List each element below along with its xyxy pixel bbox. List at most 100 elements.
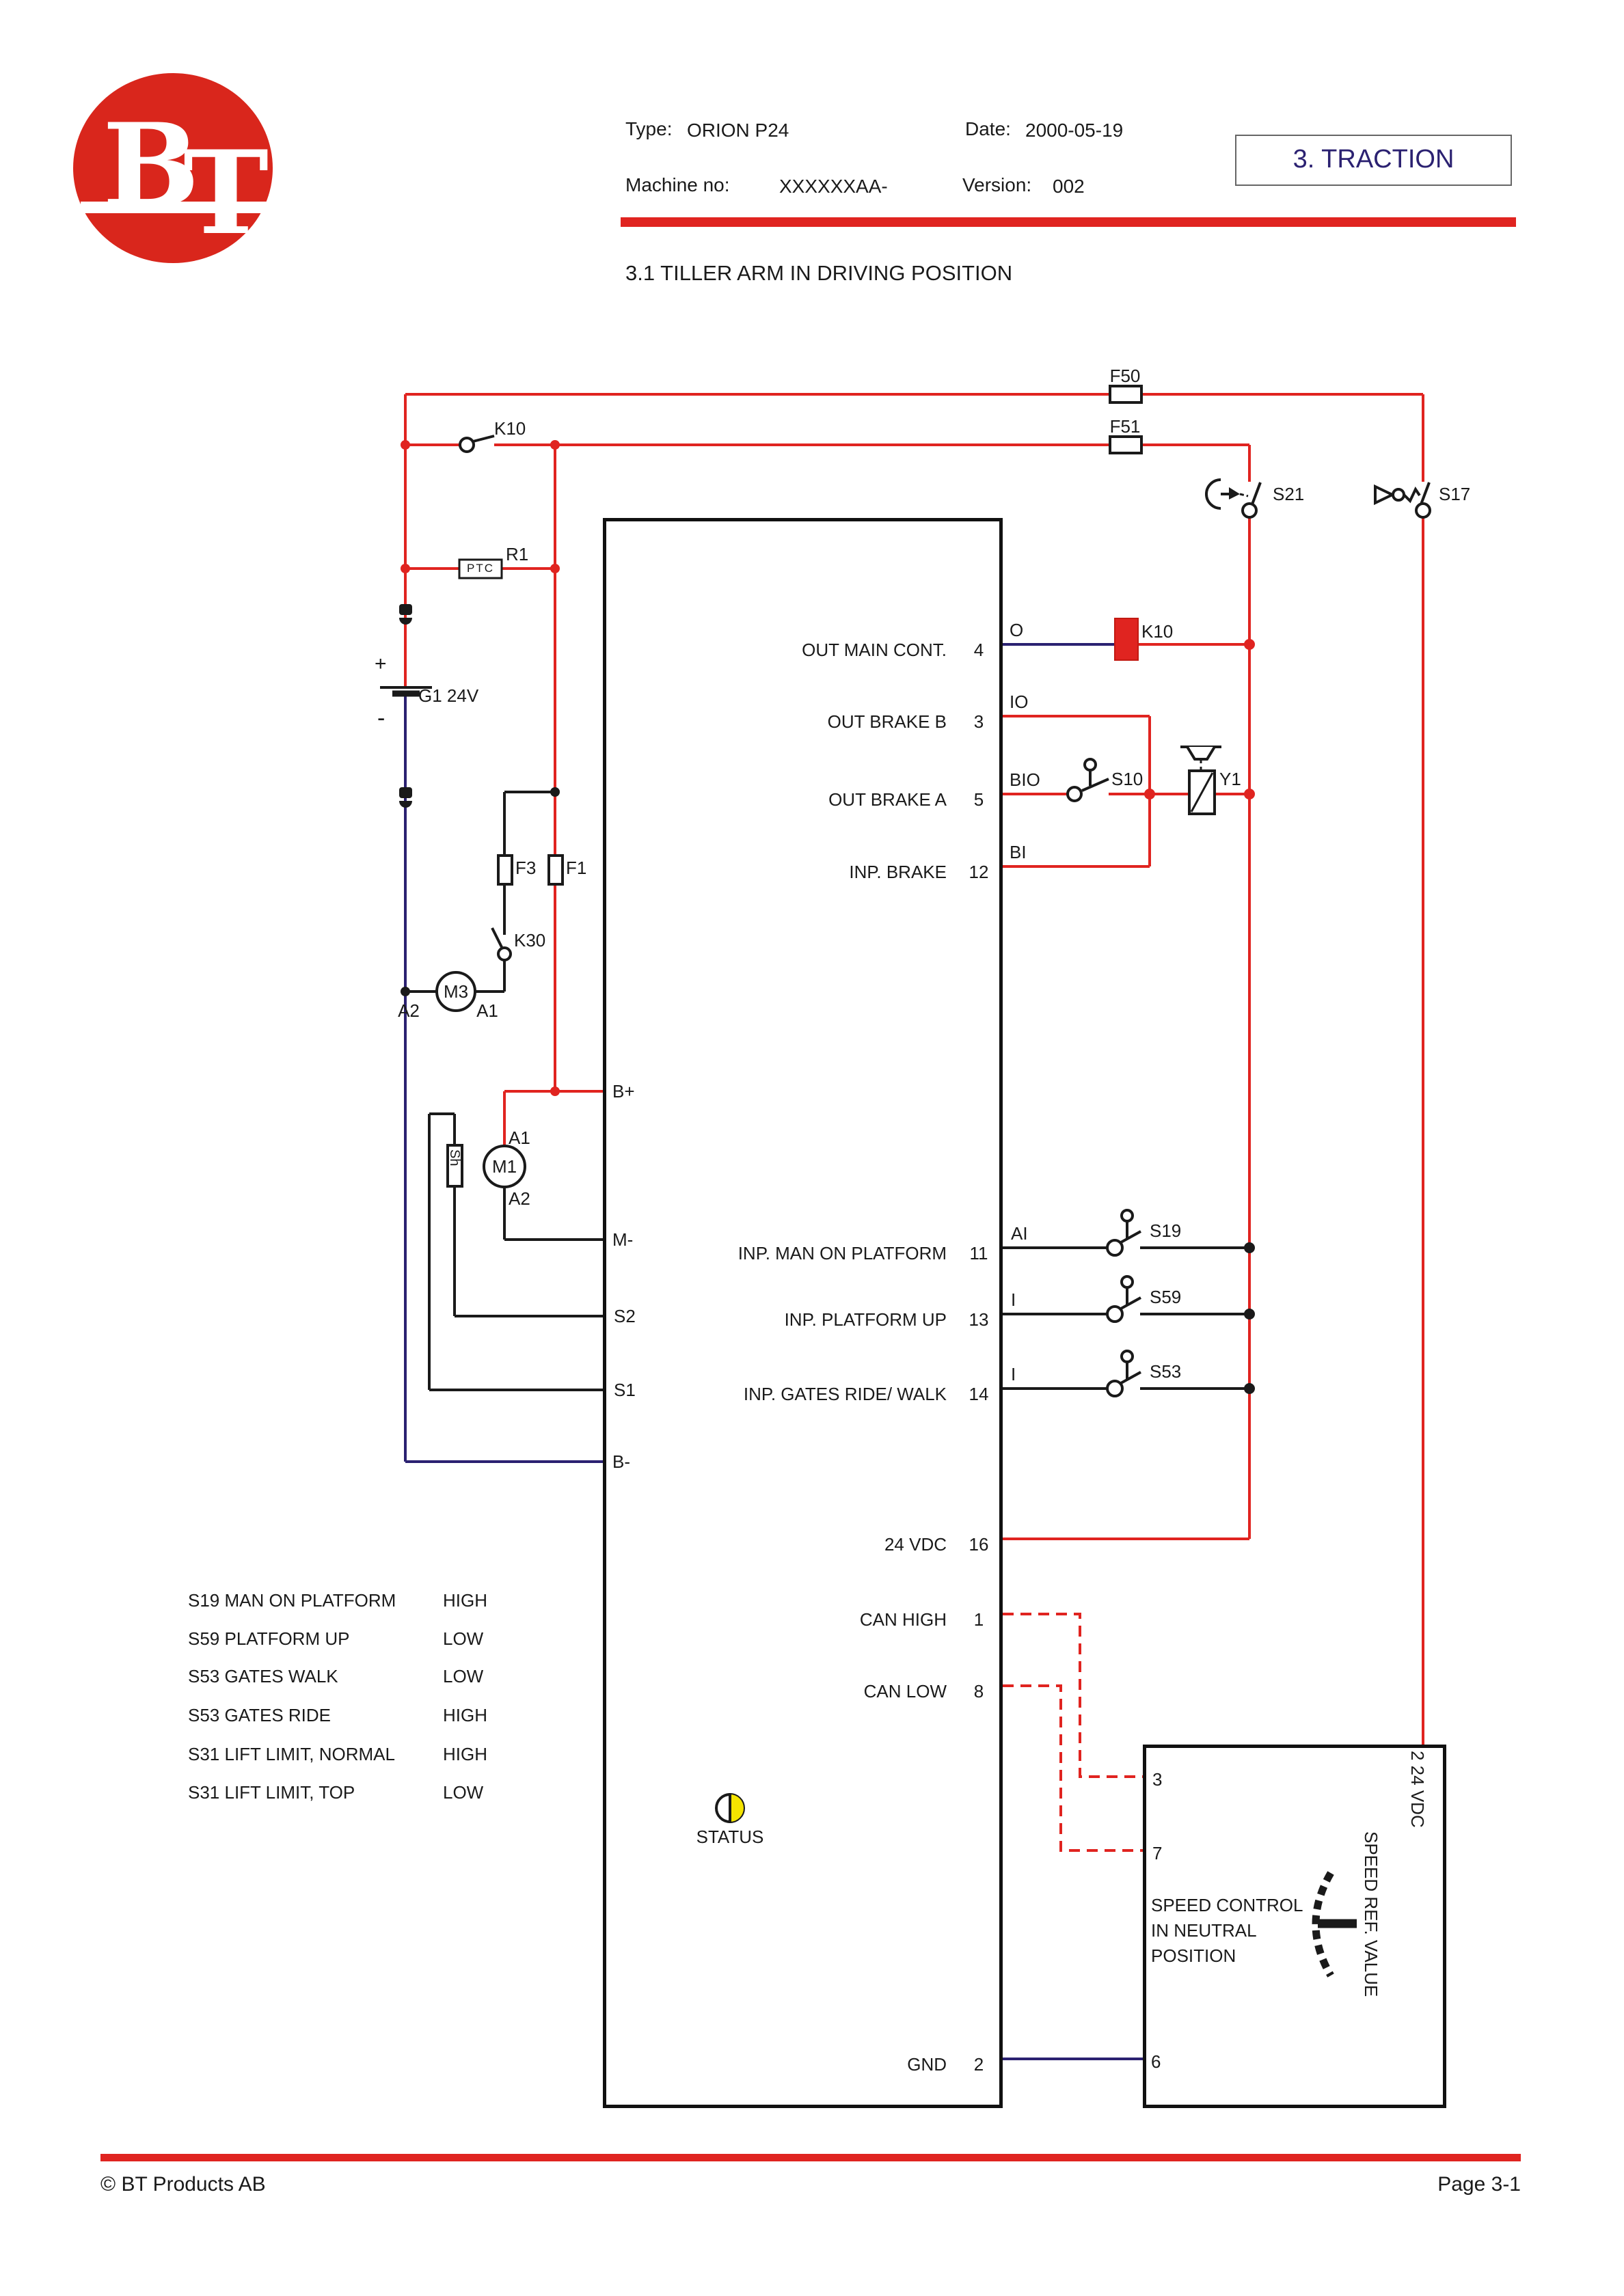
speed-pin-6: 6 bbox=[1151, 2051, 1161, 2072]
shunt-sh bbox=[446, 1144, 463, 1188]
fuse-f1-label: F1 bbox=[566, 858, 587, 878]
pin-label: CAN HIGH bbox=[859, 1609, 947, 1630]
pin-label: INP. PLATFORM UP bbox=[784, 1309, 947, 1330]
k10-coil-label: K10 bbox=[1141, 621, 1174, 642]
pin-label: INP. GATES RIDE/ WALK bbox=[743, 1384, 947, 1404]
pin-label: OUT BRAKE A bbox=[828, 789, 947, 810]
y1-brake-solenoid bbox=[1180, 746, 1221, 815]
battery-plus-label: + bbox=[375, 653, 387, 675]
pin-b-minus: B- bbox=[612, 1451, 630, 1472]
footer-page-number: Page 3-1 bbox=[1437, 2173, 1521, 2196]
k30-label: K30 bbox=[514, 930, 546, 951]
legend-signal: S59 PLATFORM UP bbox=[188, 1628, 350, 1649]
motor-m3 bbox=[435, 971, 476, 1012]
legend-signal: S19 MAN ON PLATFORM bbox=[188, 1590, 396, 1611]
logo-letter-t: T bbox=[183, 125, 269, 260]
motor-m1-label: M1 bbox=[491, 1156, 517, 1177]
machine-value: XXXXXXAA- bbox=[779, 176, 888, 197]
type-value: ORION P24 bbox=[687, 120, 789, 141]
m3-a2-label: A2 bbox=[398, 1000, 420, 1021]
speed-control-box bbox=[1143, 1745, 1446, 2108]
speed-pin-3: 3 bbox=[1152, 1769, 1163, 1790]
m1-a2-label: A2 bbox=[509, 1188, 530, 1209]
fuse-f50-label: F50 bbox=[1109, 366, 1141, 386]
ptc-label: PTC bbox=[467, 562, 494, 575]
pin-m-minus: M- bbox=[612, 1229, 634, 1250]
port-label: BI bbox=[1010, 842, 1027, 862]
port-label: BIO bbox=[1010, 769, 1040, 790]
junction-dots-red bbox=[401, 440, 1255, 1096]
status-led-icon bbox=[715, 1793, 745, 1823]
fuse-f51-label: F51 bbox=[1109, 416, 1141, 437]
y1-label: Y1 bbox=[1219, 769, 1241, 789]
legend-level: LOW bbox=[443, 1782, 484, 1803]
pin-number: 1 bbox=[973, 1609, 984, 1630]
m1-a1-label: A1 bbox=[509, 1128, 530, 1148]
header-rule bbox=[621, 217, 1516, 227]
battery-label: G1 24V bbox=[418, 685, 479, 706]
pin-s1: S1 bbox=[614, 1380, 636, 1400]
s59-switch bbox=[1106, 1275, 1141, 1323]
legend-signal: S53 GATES RIDE bbox=[188, 1705, 331, 1725]
fuse-f51 bbox=[1109, 435, 1143, 454]
bt-logo bbox=[73, 73, 273, 263]
machine-label: Machine no: bbox=[625, 174, 730, 195]
type-label: Type: bbox=[625, 118, 673, 139]
pin-number: 14 bbox=[969, 1384, 989, 1404]
speed-supply-label: 2 24 VDC bbox=[1407, 1751, 1428, 1828]
s53-label: S53 bbox=[1150, 1361, 1182, 1382]
traction-controller-box bbox=[603, 518, 1003, 2108]
pin-b-plus: B+ bbox=[612, 1081, 635, 1102]
pin-number: 4 bbox=[973, 640, 984, 660]
speed-pin-7: 7 bbox=[1152, 1843, 1163, 1863]
page-title: 3.1 TILLER ARM IN DRIVING POSITION bbox=[625, 261, 1013, 285]
port-label: IO bbox=[1010, 692, 1029, 712]
pin-number: 13 bbox=[969, 1309, 989, 1330]
logo-stripe bbox=[81, 202, 267, 213]
r1-label: R1 bbox=[506, 544, 529, 564]
legend-signal: S31 LIFT LIMIT, TOP bbox=[188, 1782, 355, 1803]
pin-label: CAN LOW bbox=[863, 1681, 947, 1702]
legend-level: HIGH bbox=[443, 1744, 487, 1764]
pin-label: OUT MAIN CONT. bbox=[802, 640, 947, 660]
pin-number: 11 bbox=[969, 1243, 988, 1263]
k10-contact-switch bbox=[459, 435, 495, 453]
legend-level: HIGH bbox=[443, 1590, 487, 1611]
black-wires bbox=[405, 791, 1249, 1391]
status-label: STATUS bbox=[696, 1827, 764, 1847]
footer-copyright: © BT Products AB bbox=[100, 2173, 266, 2196]
section-title: 3. TRACTION bbox=[1293, 145, 1454, 174]
date-value: 2000-05-19 bbox=[1025, 120, 1124, 141]
battery-symbol bbox=[380, 686, 432, 697]
legend-signal: S53 GATES WALK bbox=[188, 1666, 338, 1686]
section-title-box: 3. TRACTION bbox=[1235, 135, 1512, 186]
speed-potentiometer-icon bbox=[1312, 1871, 1357, 1978]
version-label: Version: bbox=[962, 174, 1032, 195]
legend-level: HIGH bbox=[443, 1705, 487, 1725]
shunt-label: Sh bbox=[447, 1149, 462, 1166]
speed-ref-label: SPEED REF. VALUE bbox=[1361, 1831, 1381, 1997]
port-label: O bbox=[1010, 620, 1024, 640]
pin-number: 8 bbox=[973, 1681, 984, 1702]
motor-m3-label: M3 bbox=[443, 981, 469, 1002]
s21-label: S21 bbox=[1273, 484, 1305, 504]
pin-number: 12 bbox=[969, 862, 989, 882]
k10-coil bbox=[1114, 618, 1139, 661]
legend-signal: S31 LIFT LIMIT, NORMAL bbox=[188, 1744, 395, 1764]
s21-emergency-stop bbox=[1205, 478, 1262, 519]
s59-label: S59 bbox=[1150, 1287, 1182, 1307]
pin-label: OUT BRAKE B bbox=[827, 711, 947, 732]
s19-label: S19 bbox=[1150, 1220, 1182, 1241]
pin-number: 2 bbox=[973, 2054, 984, 2075]
k10-switch-label: K10 bbox=[494, 418, 526, 439]
date-label: Date: bbox=[965, 118, 1011, 139]
pin-s2: S2 bbox=[614, 1306, 636, 1326]
s19-switch bbox=[1106, 1209, 1141, 1257]
pin-label: INP. BRAKE bbox=[849, 862, 947, 882]
s10-brake-switch bbox=[1066, 758, 1109, 802]
legend-level: LOW bbox=[443, 1666, 484, 1686]
resistor-r1-ptc bbox=[458, 558, 503, 579]
speed-note: SPEED CONTROL IN NEUTRAL POSITION bbox=[1151, 1895, 1303, 1966]
